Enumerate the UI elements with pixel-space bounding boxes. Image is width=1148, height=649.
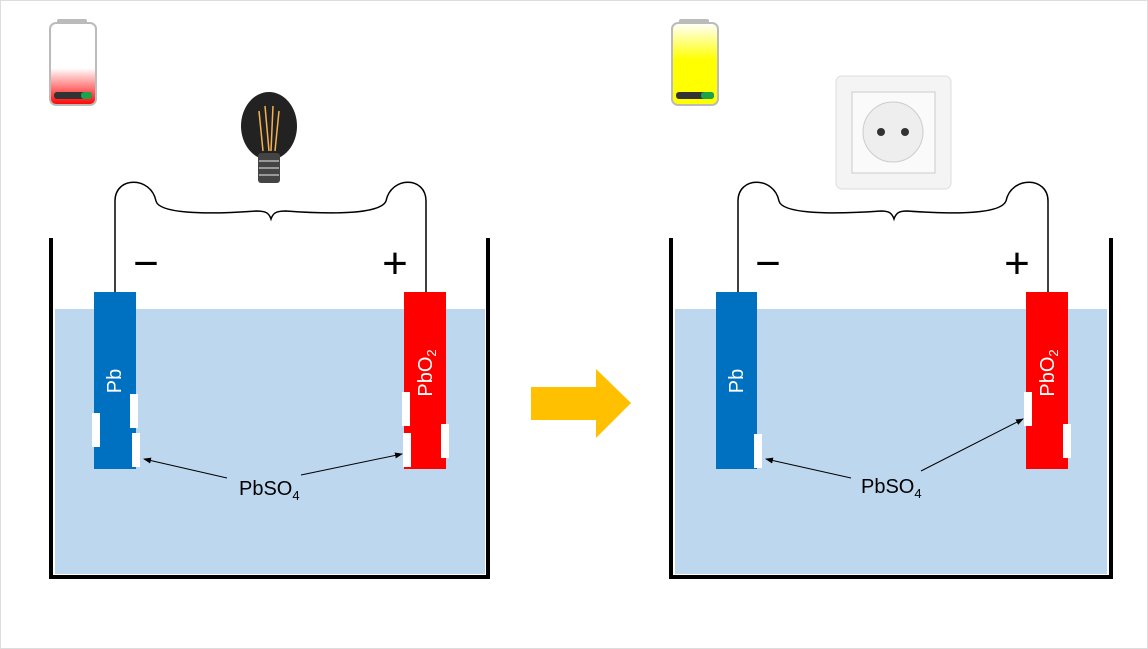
- battery-full-icon: [671, 19, 719, 106]
- beaker: [49, 238, 490, 579]
- charge-panel: − + Pb PbO2 PbSO4: [669, 19, 1113, 579]
- discharge-panel: − + Pb PbO2 PbSO4: [49, 19, 490, 579]
- pb-label: Pb: [726, 369, 748, 393]
- negative-sign: −: [755, 239, 781, 288]
- pb-electrode: [716, 292, 757, 469]
- negative-sign: −: [133, 239, 159, 288]
- pbo2-label: PbO2: [415, 349, 439, 396]
- pb-electrode: [94, 292, 136, 469]
- light-bulb-icon: [241, 92, 297, 183]
- pbo2-label: PbO2: [1037, 349, 1061, 396]
- power-socket-icon: [835, 75, 952, 190]
- pbso4-deposits: [754, 392, 1071, 468]
- positive-sign: +: [1004, 239, 1030, 288]
- wire: [737, 181, 1049, 292]
- pb-label: Pb: [104, 369, 126, 393]
- pbso4-deposits: [92, 392, 449, 467]
- battery-low-icon: [49, 19, 97, 106]
- pbso4-label: PbSO4: [861, 476, 922, 501]
- pbo2-electrode: [1026, 292, 1068, 469]
- beaker: [669, 238, 1113, 579]
- process-arrow: [531, 369, 631, 438]
- wire: [114, 181, 427, 292]
- pbso4-label: PbSO4: [239, 478, 300, 503]
- positive-sign: +: [382, 239, 408, 288]
